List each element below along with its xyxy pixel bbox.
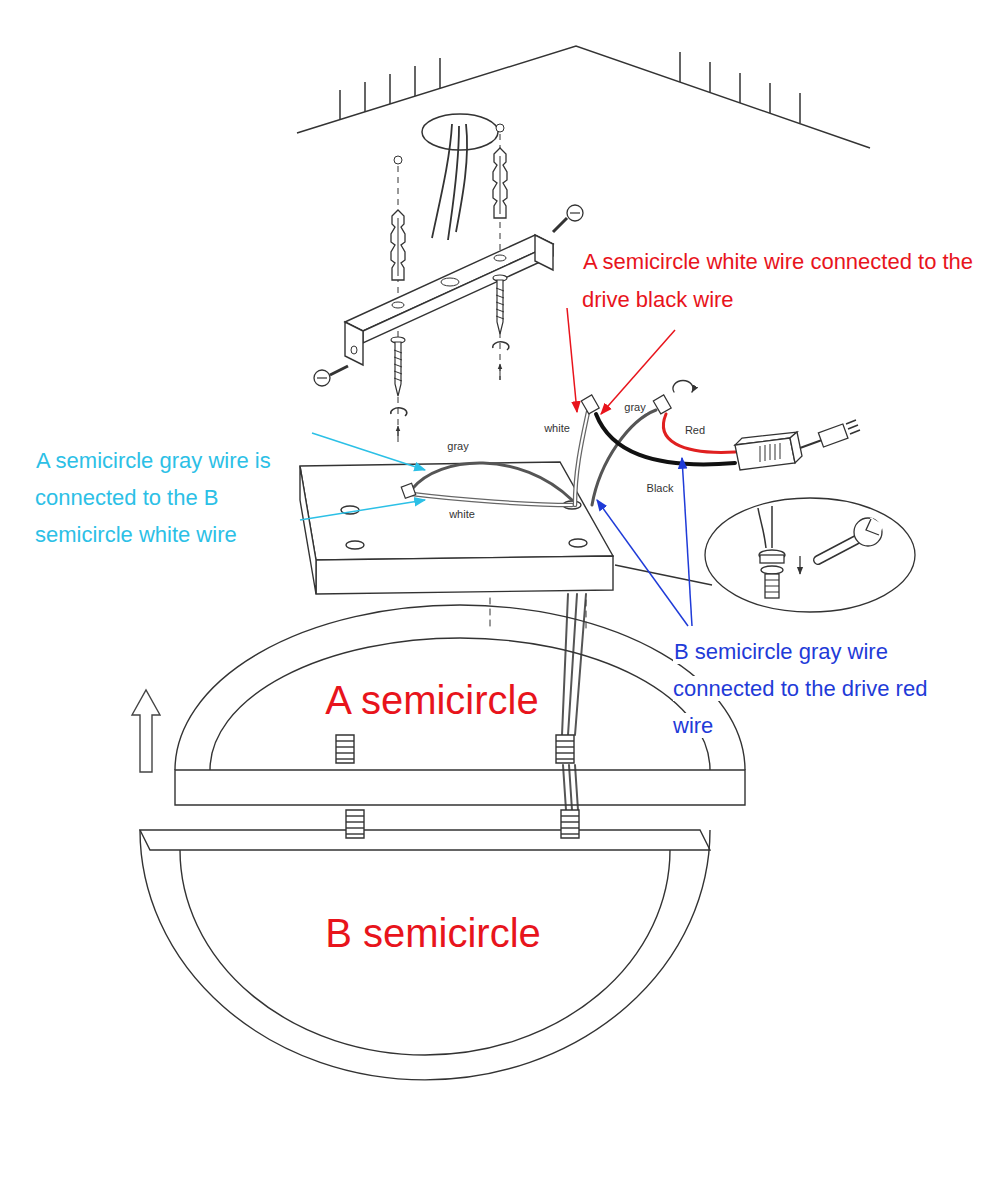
wire-label: gray <box>446 440 469 453</box>
shade-outline <box>556 758 574 759</box>
callout-note: A semicircle white wire connected to the… <box>582 243 982 319</box>
wire-color-text: Red <box>684 424 706 436</box>
part-name: B semicircle <box>325 910 541 956</box>
semicircle-shade: A semicircle <box>170 600 750 810</box>
wiring <box>401 381 735 810</box>
shade-outline <box>346 810 364 838</box>
callout-text: A semicircle white wire connected to the… <box>582 249 973 312</box>
detail-zoom <box>615 498 915 612</box>
shade-outline <box>561 821 579 822</box>
shade-outline <box>336 758 354 759</box>
callout-note: A semicircle gray wire is connected to t… <box>35 442 315 553</box>
shade-outline <box>180 850 670 1055</box>
callout-text: A semicircle gray wire is connected to t… <box>35 448 271 547</box>
shade-outline <box>210 638 710 770</box>
semicircle-shade: B semicircle <box>135 825 725 1090</box>
shade-outline <box>336 735 354 763</box>
shade-outline <box>346 833 364 834</box>
shade-outline <box>175 770 745 805</box>
shade-outline <box>346 827 364 828</box>
led-driver <box>735 420 860 470</box>
shade-outline <box>140 830 710 850</box>
mounting-hardware <box>314 124 583 442</box>
shade-outline <box>336 752 354 753</box>
shade-outline <box>346 821 364 822</box>
wire-label: Red <box>684 424 706 437</box>
wire-color-text: white <box>448 508 476 520</box>
shade-outline <box>140 830 710 1080</box>
wire-label: white <box>448 508 476 521</box>
shade-outline <box>556 752 574 753</box>
wire-label: white <box>543 422 571 435</box>
shade-outline <box>556 746 574 747</box>
callout-note: B semicircle gray wire connected to the … <box>673 633 973 744</box>
ceiling <box>297 46 870 240</box>
canopy-base <box>300 462 613 594</box>
lift-arrow <box>132 690 160 772</box>
shade-outline <box>561 810 579 838</box>
shade-outline <box>561 833 579 834</box>
wire-label: Black <box>646 482 675 495</box>
shade-outline <box>556 740 574 741</box>
shade-outline <box>336 746 354 747</box>
shade-outline <box>346 815 364 816</box>
shade-outline <box>561 815 579 816</box>
shade-outline <box>556 735 574 763</box>
semicircle-outline <box>135 825 725 1090</box>
wire-label: gray <box>623 401 646 414</box>
wire-color-text: gray <box>446 440 469 452</box>
shade-outline <box>336 740 354 741</box>
part-name: A semicircle <box>325 677 538 723</box>
shade-outline <box>561 827 579 828</box>
callout-text: B semicircle gray wire connected to the … <box>673 639 927 738</box>
wire-color-text: Black <box>646 482 675 494</box>
shade-outline <box>175 605 745 770</box>
wire-color-text: white <box>543 422 571 434</box>
callout-leaders <box>300 308 692 626</box>
wire-color-text: gray <box>623 401 646 413</box>
